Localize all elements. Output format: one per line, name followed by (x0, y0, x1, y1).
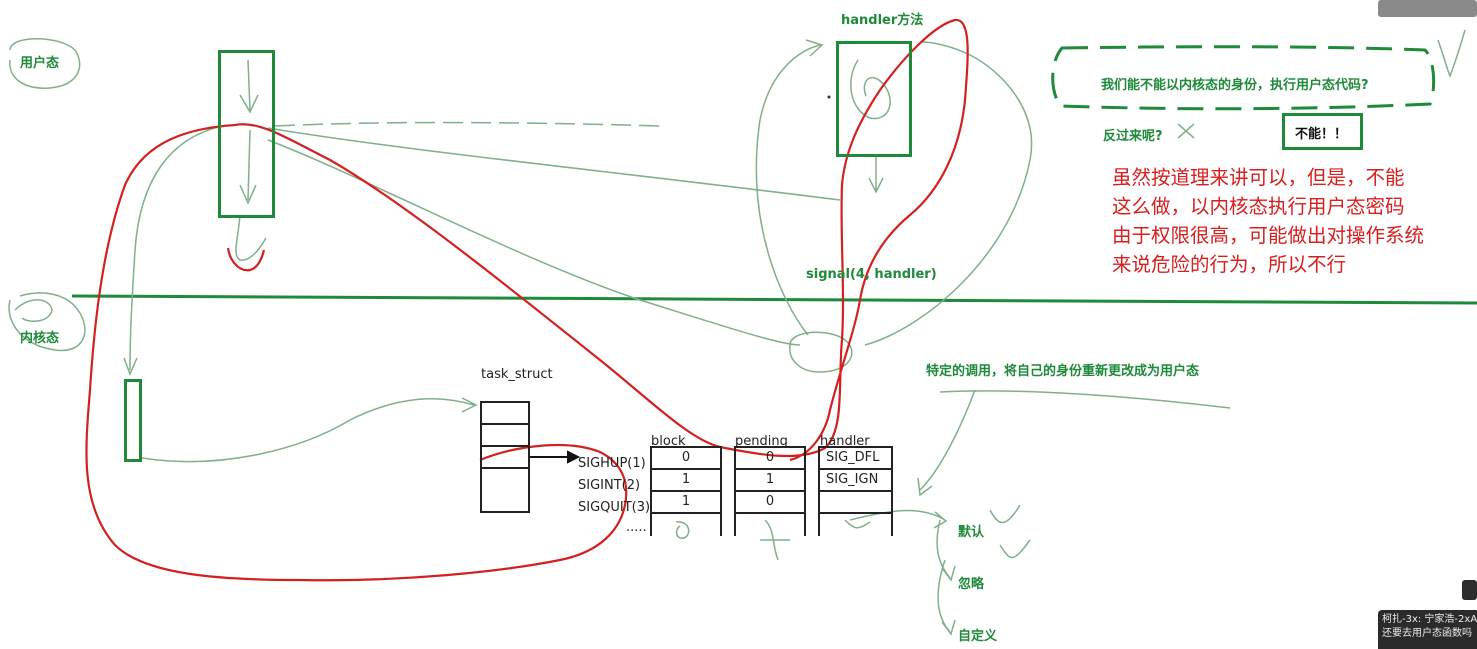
special-call-label: 特定的调用，将自己的身份重新更改成为用户态 (926, 364, 1200, 379)
task-struct-label: task_struct (481, 367, 553, 382)
flow-arrows (8, 29, 1466, 636)
cannot-label: 不能！！ (1295, 127, 1348, 142)
top-right-check (1437, 29, 1466, 78)
dot-mark (827, 95, 831, 99)
user-mode-label: 用户态 (20, 56, 60, 71)
handler-down-arrow (868, 155, 884, 194)
user-down-arrow (239, 59, 259, 114)
red-note-line: 虽然按道理来讲可以，但是，不能 (1112, 166, 1405, 189)
ignore-label: 忽略 (958, 577, 985, 592)
signal-oval (789, 331, 853, 373)
pending-cell: 0 (736, 446, 804, 468)
handler-cell: SIG_DFL (820, 446, 891, 468)
overlay-button[interactable] (1462, 580, 1477, 600)
task-struct-row (482, 403, 528, 425)
user-to-kernel-curve (123, 124, 229, 376)
user-to-signal-curve (267, 139, 801, 346)
user-to-handler-dashed (274, 121, 661, 127)
red-explanation-note: 虽然按道理来讲可以，但是，不能 这么做，以内核态执行用户态密码 由于权限很高，可… (1112, 163, 1472, 279)
kernel-code-box (124, 379, 142, 462)
handler-header: handler (820, 434, 870, 449)
handler-method-label: handler方法 (841, 13, 924, 28)
handler-branch-ignore (936, 519, 956, 582)
question-dashed-box (1051, 45, 1436, 111)
block-scribble (675, 521, 690, 539)
user-to-right-line (267, 127, 841, 201)
question-label: 我们能不能以内核态的身份，执行用户态代码? (1101, 78, 1369, 93)
handler-cell-empty (820, 512, 891, 534)
cannot-box (1282, 113, 1363, 150)
pending-cell-empty (736, 512, 804, 534)
signal-ellipsis: ..... (626, 520, 647, 535)
block-cell: 1 (652, 490, 720, 512)
pending-header: pending (735, 434, 788, 449)
chat-line: 柯扎-3x: 宁家浩-2xA (1382, 614, 1477, 625)
block-cell-empty (652, 512, 720, 534)
task-struct-box (480, 401, 530, 513)
signal-name: SIGINT(2) (578, 478, 641, 493)
kernel-mode-scribble (14, 299, 53, 323)
special-call-underline (939, 390, 1231, 409)
default-label: 默认 (958, 525, 985, 540)
red-execution-path (85, 18, 969, 582)
user-exit-curl (235, 214, 267, 261)
signal-loop-right (864, 41, 1033, 346)
custom-label: 自定义 (958, 629, 998, 644)
kernel-mode-label: 内核态 (20, 331, 60, 346)
camera-thumbnail (1378, 0, 1477, 17)
handler-branch-custom (937, 559, 956, 636)
custom-check (999, 539, 1031, 559)
mode-divider-line (71, 294, 1477, 305)
task-struct-row (482, 425, 528, 447)
signal-call-label: signal(4, handler) (806, 267, 937, 282)
block-cell: 0 (652, 446, 720, 468)
user-mode-oval (9, 38, 81, 89)
handler-squiggle (850, 59, 891, 120)
block-cell: 1 (652, 468, 720, 490)
kernel-to-task-curve (141, 397, 478, 463)
special-call-arrow (917, 389, 976, 497)
default-check (989, 504, 1021, 524)
task-to-table-arrow (530, 450, 581, 464)
reverse-label: 反过来呢? (1103, 129, 1163, 144)
chat-overlay: 柯扎-3x: 宁家浩-2xA 还要去用户态函数吗 (1378, 610, 1477, 649)
handler-scribble (844, 519, 871, 529)
red-note-line: 来说危险的行为，所以不行 (1112, 253, 1347, 276)
user-down-arrow-2 (239, 129, 257, 205)
handler-cell: SIG_IGN (820, 468, 891, 490)
handler-column: SIG_DFL SIG_IGN (818, 446, 893, 536)
signal-name: SIGQUIT(3) (578, 500, 651, 515)
pending-column: 0 1 0 (734, 446, 806, 536)
signal-loop-left (755, 39, 824, 336)
signal-name: SIGHUP(1) (578, 456, 646, 471)
pending-cell: 1 (736, 468, 804, 490)
block-column: 0 1 1 (650, 446, 722, 536)
pending-scribble (760, 519, 790, 561)
cross-icon (1177, 123, 1195, 139)
chat-line: 还要去用户态函数吗 (1382, 628, 1472, 639)
user-code-box (218, 50, 275, 218)
kernel-mode-oval (8, 292, 86, 352)
red-note-line: 这么做，以内核态执行用户态密码 (1112, 195, 1405, 218)
pending-cell: 0 (736, 490, 804, 512)
task-struct-row (482, 447, 528, 469)
red-note-line: 由于权限很高，可能做出对操作系统 (1112, 224, 1425, 247)
handler-cell (820, 490, 891, 512)
block-header: block (651, 434, 686, 449)
handler-method-box (836, 41, 912, 157)
